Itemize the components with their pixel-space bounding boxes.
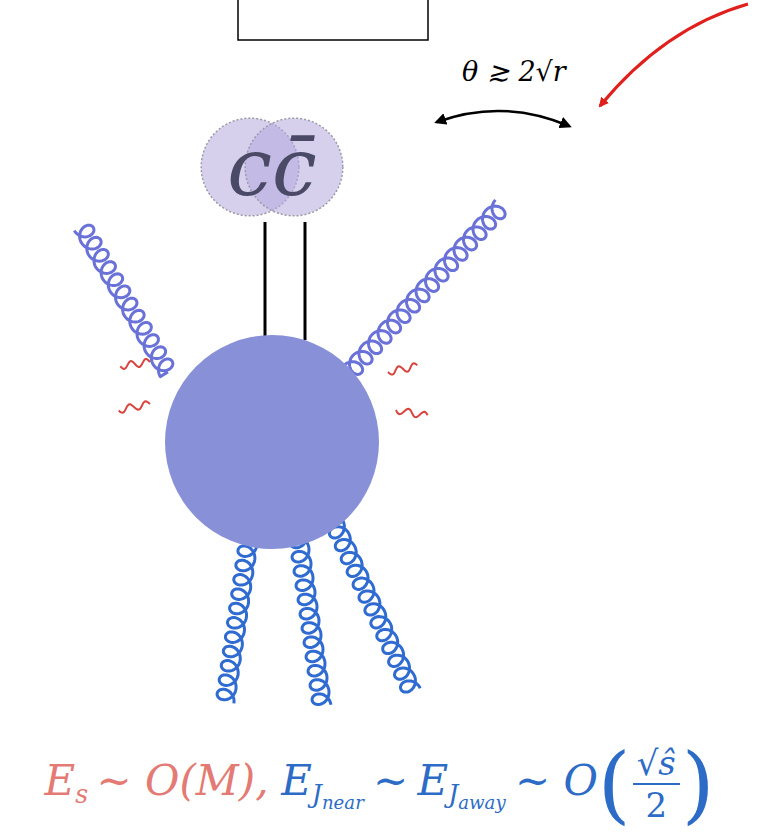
gluon-coil <box>290 534 331 705</box>
sub-subscript: near <box>322 792 364 813</box>
soft-wave <box>120 359 150 369</box>
quark-line <box>304 222 307 340</box>
node-text: cc̄ <box>227 121 317 214</box>
gluon-coil <box>343 200 505 375</box>
quark-pair: cc̄ <box>198 110 346 224</box>
sub-subscript: away <box>458 792 505 813</box>
gluon-coil <box>74 225 173 376</box>
symbol: E <box>281 756 312 805</box>
soft-wave <box>396 409 428 417</box>
angle-arrow <box>437 111 569 126</box>
subscript: J <box>448 780 458 809</box>
soft-wave <box>388 363 417 374</box>
symbol: E <box>44 756 75 805</box>
empty-box <box>238 0 428 40</box>
hard-blob <box>165 335 379 549</box>
bracket: ( <box>598 735 631 833</box>
denominator: 2 <box>645 785 667 822</box>
subscript: J <box>312 780 322 809</box>
subscript: Jnear <box>312 780 364 809</box>
numerator: √ŝ <box>633 746 680 785</box>
fraction: √ŝ2 <box>633 746 680 822</box>
gluon-lines <box>74 200 505 705</box>
bracket: ) <box>682 735 715 833</box>
angle-label: θ ≳ 2√r <box>462 56 566 87</box>
expression: ∼ O <box>515 756 598 805</box>
energy-scaling-formula: Es∼ O(M),EJnear∼EJaway∼ O(√ŝ2) <box>44 742 714 826</box>
soft-energy: Es∼ O(M), <box>44 756 268 805</box>
operator: ∼ <box>373 756 408 805</box>
gluon-coil <box>329 521 420 692</box>
subscript: s <box>75 780 88 809</box>
symbol: E <box>417 756 448 805</box>
quark-line <box>264 222 267 340</box>
expression: ∼ O(M), <box>96 756 268 805</box>
callout-arrow <box>600 4 748 106</box>
jet-energy: EJnear∼EJaway∼ O(√ŝ2) <box>281 756 714 805</box>
gluon-coil <box>217 530 259 703</box>
soft-wave <box>119 401 150 412</box>
subscript: Jaway <box>448 780 505 809</box>
